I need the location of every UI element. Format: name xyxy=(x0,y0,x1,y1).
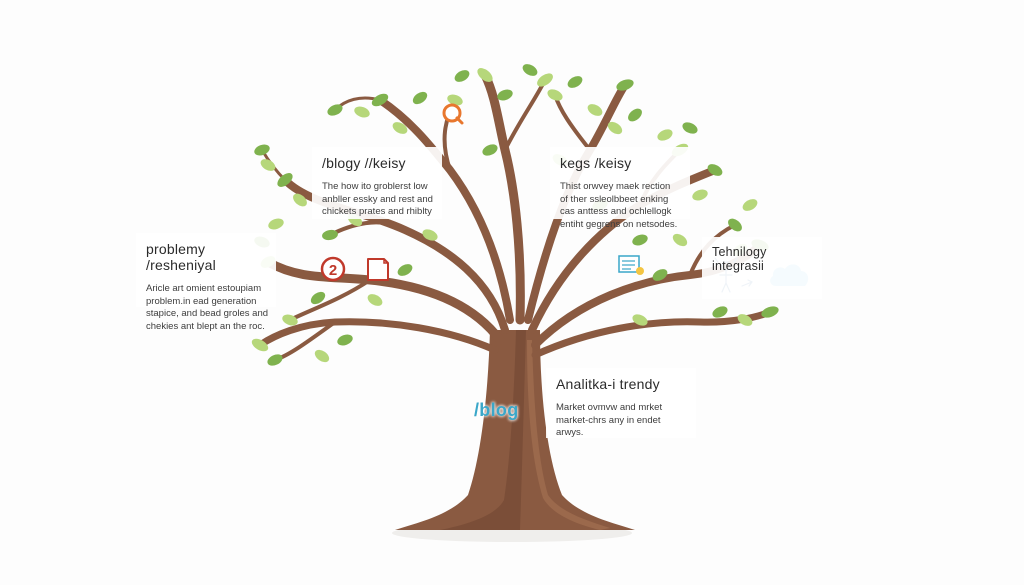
checklist-icon xyxy=(618,255,644,275)
tree-trunk xyxy=(395,330,635,530)
card-kegs-line: of ther ssleolbbeet enking xyxy=(560,193,669,205)
card-problemy-line: Aricle art omient estoupiam xyxy=(146,283,262,294)
card-kegs-body: Thist orwvey maek rection of ther ssleol… xyxy=(560,181,680,231)
card-tech-title: Tehnilogy integrasii xyxy=(712,245,767,273)
card-blogy-line: chickets prates and rhiblty xyxy=(322,206,432,217)
card-analitika-trendy: Analitka-i trendy Market ovmvw and mrket… xyxy=(546,368,696,438)
card-kegs-title: kegs /keisy xyxy=(560,155,632,171)
card-blogy-line: anbller essky and rest and xyxy=(322,193,433,205)
card-problemy-resheniyal: problemy /resheniyal Aricle art omient e… xyxy=(136,233,276,332)
card-kegs-line: cas anttess and ochlellogk xyxy=(560,206,672,217)
number-badge-text: 2 xyxy=(329,262,337,279)
card-analitika-body: Market ovmvw and mrket market-chrs any i… xyxy=(556,402,686,440)
card-blogy-title: /blogy //keisy xyxy=(322,155,406,171)
number-badge-icon: 2 xyxy=(320,256,346,282)
card-problemy-line: chekies ant blept an the roc. xyxy=(146,320,265,332)
card-tehnilogy-integrasii: Tehnilogy integrasii xyxy=(702,237,822,299)
card-kegs-line: entiht gegrens on netsodes. xyxy=(560,218,678,230)
card-blogy-body: The how ito groblerst low anbller essky … xyxy=(322,181,433,219)
card-analitika-line: market-chrs any in endet xyxy=(556,414,661,426)
card-problemy-title: problemy /resheniyal xyxy=(146,241,216,273)
search-icon xyxy=(442,103,464,125)
card-blogy-line: The how ito groblerst low xyxy=(322,181,428,192)
card-kegs-line: Thist orwvey maek rection xyxy=(560,181,671,192)
card-blogy-keisy: /blogy //keisy The how ito groblerst low… xyxy=(312,147,442,219)
card-analitika-line: arwys. xyxy=(556,427,584,438)
trunk-label-blog: /blog xyxy=(474,400,519,420)
document-icon xyxy=(367,258,389,281)
card-kegs-keisy: kegs /keisy Thist orwvey maek rection of… xyxy=(550,147,690,230)
card-problemy-body: Aricle art omient estoupiam problem.in e… xyxy=(146,283,269,333)
card-analitika-line: Market ovmvw and mrket xyxy=(556,402,663,413)
card-problemy-line: stapice, and bead groles and xyxy=(146,308,269,319)
card-analitika-title: Analitka-i trendy xyxy=(556,376,660,392)
card-problemy-line: problem.in ead generation xyxy=(146,295,257,307)
